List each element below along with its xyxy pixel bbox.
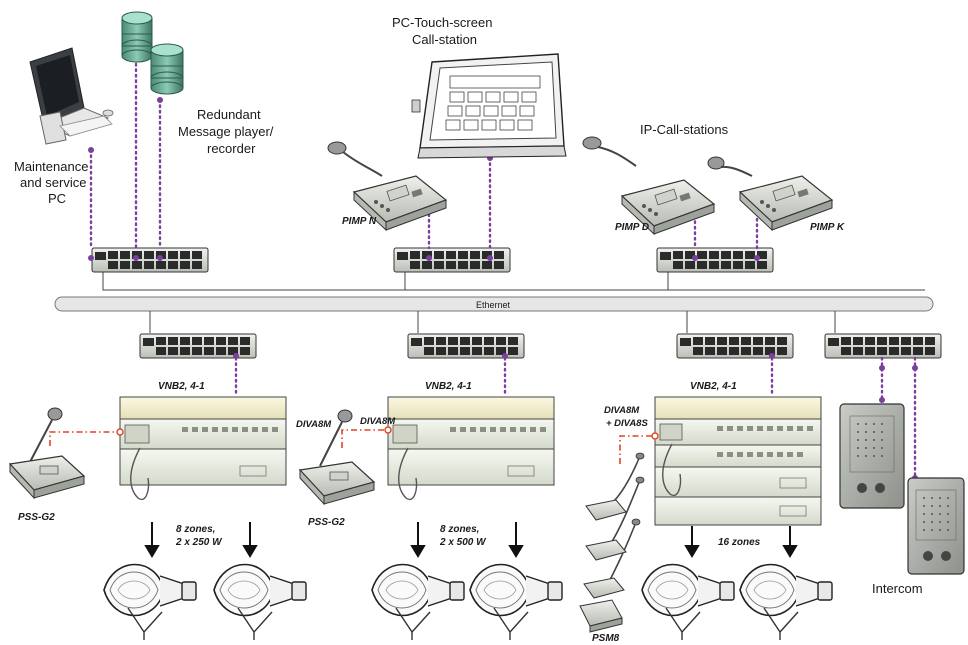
horn-speaker-icon — [469, 563, 563, 641]
database-icon — [121, 11, 153, 63]
pimp-n-label: PIMP N — [342, 216, 377, 227]
maintenance-label: and service — [20, 175, 86, 190]
vnb-label: VNB2, 4-1 — [158, 381, 205, 392]
touch-screen-label: Call-station — [412, 32, 477, 47]
touch-screen-label: PC-Touch-screen — [392, 15, 492, 30]
pss-label: PSS-G2 — [308, 517, 345, 528]
intercom-panel-icon — [839, 403, 905, 509]
ip-call-stations-label: IP-Call-stations — [640, 122, 729, 137]
horn-speaker-icon — [739, 563, 833, 641]
redundant-label: recorder — [207, 141, 256, 156]
diva-label: + DIVA8S — [606, 418, 648, 429]
intercom-label: Intercom — [872, 581, 923, 596]
diva-label: DIVA8M — [296, 419, 332, 430]
ethernet-label: Ethernet — [476, 300, 511, 310]
diva-label: DIVA8M — [604, 405, 640, 416]
horn-speaker-icon — [103, 563, 197, 641]
zones-label: 2 x 500 W — [439, 537, 487, 548]
database-icon — [150, 43, 184, 95]
maintenance-label: PC — [48, 191, 66, 206]
zones-label: 8 zones, — [176, 524, 215, 535]
redundant-label: Message player/ — [178, 124, 274, 139]
amplifier-icon — [387, 396, 555, 501]
amplifier-icon — [119, 396, 287, 501]
zones-label: 16 zones — [718, 537, 761, 548]
horn-speaker-icon — [371, 563, 465, 641]
touch-panel-icon — [411, 53, 567, 159]
ethernet-backbone: Ethernet — [54, 296, 934, 312]
desktop-pc-icon — [29, 47, 114, 145]
horn-speaker-icon — [213, 563, 307, 641]
pimp-k-label: PIMP K — [810, 222, 845, 233]
amplifier-icon — [654, 396, 822, 526]
network-switch-icon — [676, 333, 794, 359]
network-switch-icon — [393, 247, 511, 273]
zones-label: 2 x 250 W — [175, 537, 223, 548]
intercom-panel-icon — [907, 477, 965, 575]
microphone-desk-icon — [327, 141, 447, 231]
microphone-desk-icon — [298, 409, 376, 506]
microphone-desk-icon — [582, 136, 715, 235]
vnb-label: VNB2, 4-1 — [425, 381, 472, 392]
maintenance-label: Maintenance — [14, 159, 88, 174]
network-switch-icon — [139, 333, 257, 359]
zone-arrows — [144, 522, 798, 558]
microphone-desk-icon — [8, 407, 86, 500]
redundant-label: Redundant — [197, 107, 261, 122]
psm-label: PSM8 — [592, 633, 620, 644]
microphone-desk-icon — [707, 156, 833, 231]
pimp-d-label: PIMP D — [615, 222, 649, 233]
diva-label: DIVA8M — [360, 416, 396, 427]
audio-link-ends — [116, 426, 659, 440]
vnb-label: VNB2, 4-1 — [690, 381, 737, 392]
network-drops — [102, 270, 925, 333]
horn-speaker-icon — [641, 563, 735, 641]
pss-label: PSS-G2 — [18, 512, 55, 523]
zones-label: 8 zones, — [440, 524, 479, 535]
network-switch-icon — [824, 333, 942, 359]
microphone-desk-icon — [579, 452, 645, 633]
audio-links — [49, 429, 655, 464]
network-switch-icon — [91, 247, 209, 273]
